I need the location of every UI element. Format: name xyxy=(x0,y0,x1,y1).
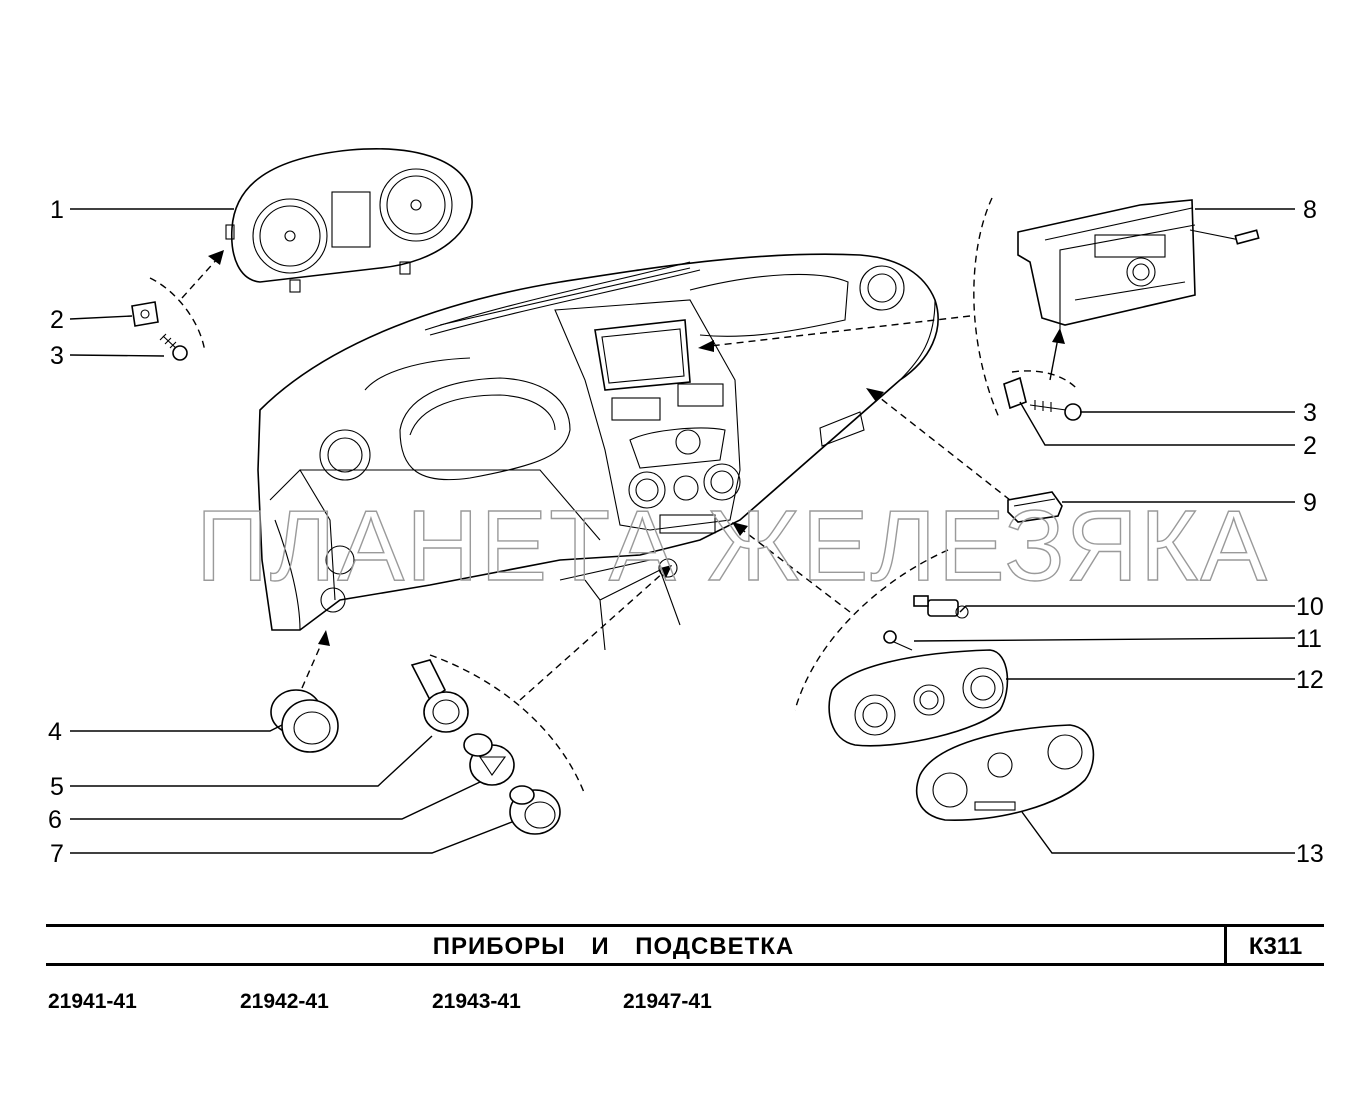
heater-control xyxy=(828,649,1009,747)
lighter xyxy=(509,785,561,835)
model-number: 21947-41 xyxy=(623,990,712,1013)
arrow-cluster xyxy=(181,250,224,299)
leader-lines xyxy=(69,208,1296,854)
callout-1: 1 xyxy=(50,196,64,224)
callout-8: 8 xyxy=(1303,196,1317,224)
socket-insert xyxy=(463,733,515,786)
small-screw xyxy=(883,630,913,651)
button-4 xyxy=(270,689,339,753)
clip-right xyxy=(1003,376,1027,410)
instrument-cluster xyxy=(225,148,473,293)
arrow-switch xyxy=(866,388,1011,501)
page-title: ПРИБОРЫ И ПОДСВЕТКА xyxy=(432,933,795,960)
arrow-clip-right xyxy=(1049,328,1065,381)
dashboard-panel xyxy=(257,253,939,651)
callout-10: 10 xyxy=(1296,593,1324,621)
callout-4: 4 xyxy=(48,718,62,746)
model-number: 21942-41 xyxy=(240,990,329,1013)
lighter-socket xyxy=(410,659,469,733)
clip-left xyxy=(131,301,159,327)
dashed-arc-right-top xyxy=(973,197,1001,421)
page-code: К311 xyxy=(1248,933,1303,960)
callout-9: 9 xyxy=(1303,489,1317,517)
arrow-radio xyxy=(698,315,971,352)
arrow-button xyxy=(301,630,330,689)
callout-2-right: 2 xyxy=(1303,432,1317,460)
watermark: ПЛАНЕТА ЖЕЛЕЗЯКА xyxy=(196,490,1269,602)
model-number: 21943-41 xyxy=(432,990,521,1013)
callout-3-right: 3 xyxy=(1303,399,1317,427)
callout-6: 6 xyxy=(48,806,62,834)
dashed-arc-bottom xyxy=(429,654,586,796)
screw-right xyxy=(1029,400,1082,421)
callout-5: 5 xyxy=(50,773,64,801)
arrow-heater xyxy=(732,522,851,613)
title-divider xyxy=(1224,927,1227,963)
switch-9 xyxy=(1007,491,1063,523)
callout-12: 12 xyxy=(1296,666,1324,694)
model-number: 21941-41 xyxy=(48,990,137,1013)
callout-7: 7 xyxy=(50,840,64,868)
callout-3-left: 3 xyxy=(50,342,64,370)
callout-11: 11 xyxy=(1296,625,1322,653)
model-list: 21941-41 21942-41 21943-41 21947-41 xyxy=(0,990,1371,1020)
callout-13: 13 xyxy=(1296,840,1324,868)
dashed-arc-left xyxy=(149,277,206,353)
title-block: ПРИБОРЫ И ПОДСВЕТКА К311 xyxy=(46,924,1324,966)
heater-faceplate xyxy=(916,724,1095,821)
arrow-lighter xyxy=(519,565,672,701)
screw-left xyxy=(159,333,188,361)
bulb-socket xyxy=(913,595,969,619)
callout-2-left: 2 xyxy=(50,306,64,334)
radio-unit xyxy=(1017,199,1260,332)
dashed-arc-right-bottom xyxy=(794,549,949,711)
